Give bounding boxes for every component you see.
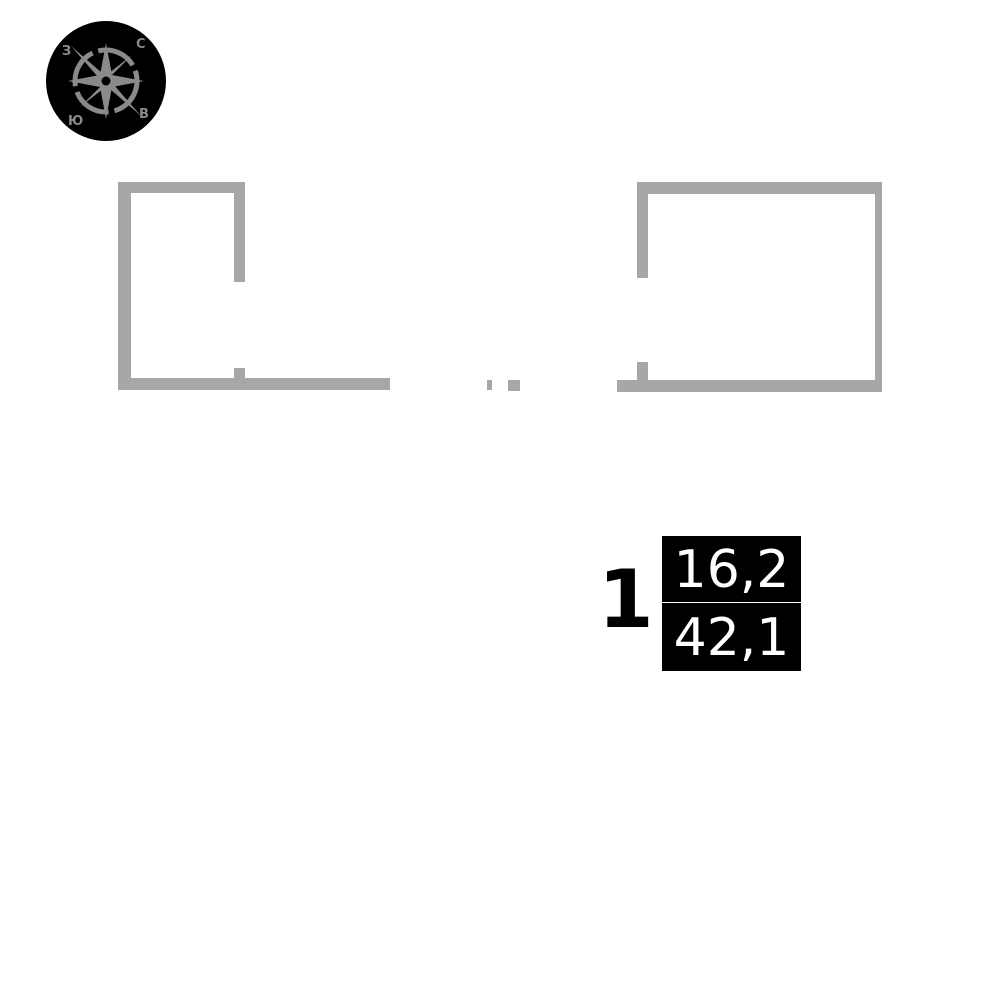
wall bbox=[487, 380, 492, 390]
wall bbox=[637, 182, 648, 278]
compass-east: В bbox=[139, 107, 149, 122]
wall bbox=[508, 380, 520, 391]
wall bbox=[118, 182, 131, 390]
compass-south: Ю bbox=[68, 114, 83, 129]
living-area-value: 16,2 bbox=[673, 540, 790, 600]
compass-rose-icon: С З В Ю bbox=[46, 21, 166, 141]
wall bbox=[118, 182, 245, 193]
wall bbox=[234, 368, 245, 384]
compass: С З В Ю bbox=[46, 21, 166, 141]
wall bbox=[617, 380, 882, 392]
total-area-value: 42,1 bbox=[673, 608, 790, 668]
wall bbox=[118, 378, 390, 390]
wall bbox=[875, 182, 882, 392]
wall bbox=[637, 182, 882, 194]
compass-west: З bbox=[62, 44, 71, 59]
room-index: 1 bbox=[598, 553, 654, 646]
wall bbox=[234, 182, 245, 282]
wall bbox=[637, 362, 648, 384]
divider bbox=[662, 602, 801, 603]
compass-north: С bbox=[136, 37, 146, 52]
area-label: 16,2 42,1 bbox=[662, 536, 801, 671]
